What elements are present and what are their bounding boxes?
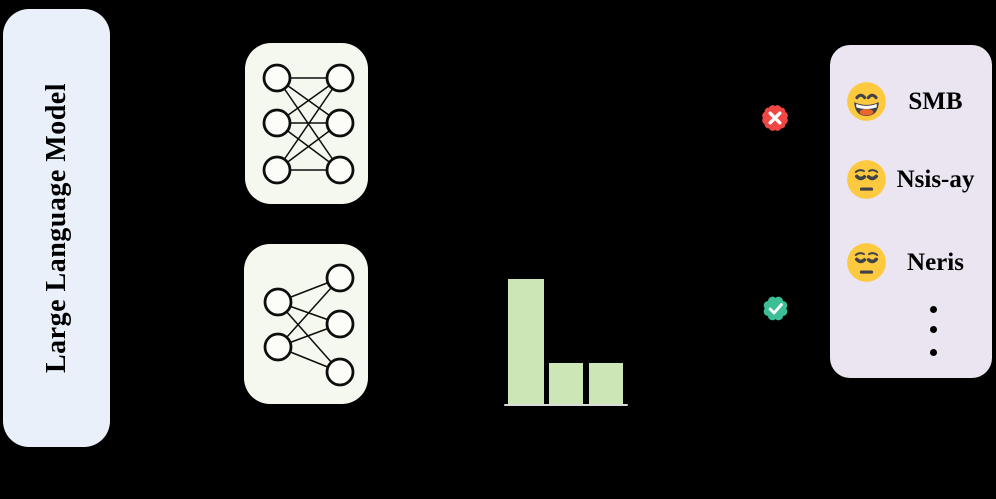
list-item: Neris (846, 242, 984, 283)
network-graph-icon (262, 63, 355, 185)
class-label: Nsis-ay (896, 165, 975, 193)
network-box-bottom (244, 244, 368, 404)
pensive-face-emoji (847, 243, 886, 282)
class-list-panel: SMB Nsis-ay Neris (830, 45, 992, 378)
class-label: SMB (908, 87, 963, 115)
chart-baseline (504, 404, 628, 406)
bar (549, 363, 583, 404)
ellipsis-dot (930, 306, 937, 313)
bar (508, 279, 544, 404)
ellipsis-dot (930, 326, 937, 333)
probability-bar-chart (508, 279, 623, 404)
class-label: Neris (907, 248, 964, 276)
network-box-top (245, 43, 368, 204)
reject-badge (760, 103, 790, 133)
accept-badge (762, 295, 789, 322)
grinning-face-emoji (847, 82, 886, 121)
list-item: Nsis-ay (846, 159, 984, 200)
llm-box: Large Language Model (3, 9, 110, 447)
pensive-face-emoji (847, 160, 886, 199)
cross-icon (762, 105, 788, 131)
network-graph-icon (263, 263, 355, 387)
list-item: SMB (846, 81, 984, 122)
llm-label: Large Language Model (40, 83, 72, 373)
ellipsis-dot (930, 349, 937, 356)
check-icon (763, 296, 788, 321)
bar (589, 363, 623, 404)
